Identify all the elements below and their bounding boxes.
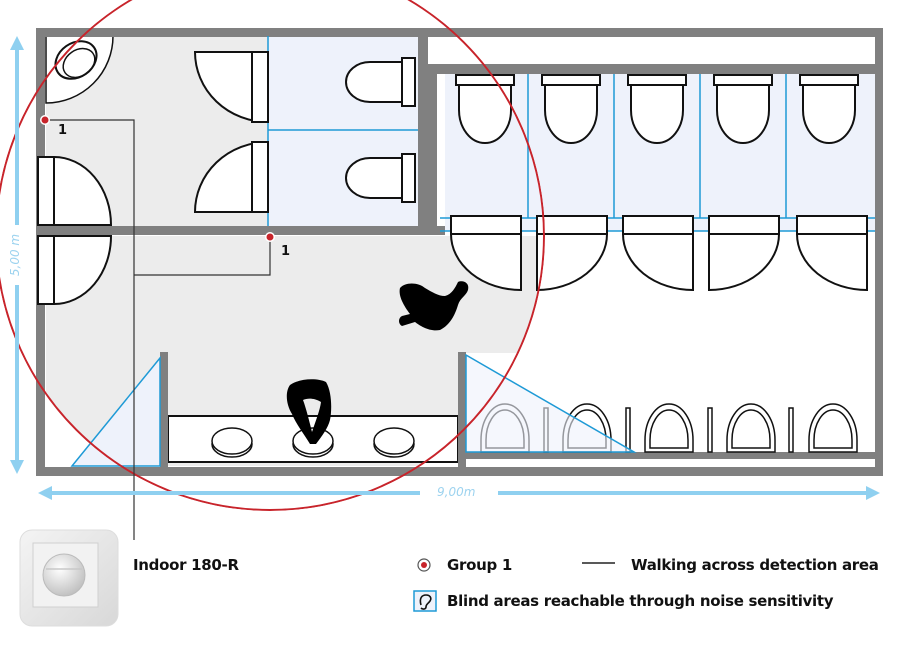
top-strip: [430, 38, 873, 62]
legend-group-icon: [417, 558, 431, 572]
sensor-product-photo: [19, 529, 119, 627]
person-silhouette-icon: [399, 281, 469, 331]
toilet: [799, 74, 859, 144]
urinal-divider: [788, 407, 794, 453]
height-dimension-label: 5,00 m: [8, 233, 23, 277]
sinks: [211, 427, 415, 458]
toilet: [455, 74, 515, 144]
dimension-height: [10, 36, 24, 474]
legend-blind-label: Blind areas reachable through noise sens…: [447, 592, 834, 610]
cubicle-door: [449, 215, 522, 292]
doors-right-cubicles: [449, 215, 868, 292]
width-dimension-label: 9,00m: [437, 485, 476, 499]
toilets-left: [345, 57, 416, 203]
cubicle-door: [536, 215, 609, 292]
product-name: Indoor 180-R: [133, 556, 239, 574]
walking-lines: [48, 119, 271, 540]
legend-group-label: Group 1: [447, 556, 512, 574]
sensor-dot-icon: [40, 115, 50, 125]
doors-left-cubicles: [193, 51, 269, 213]
detection-edge: [0, 0, 545, 511]
urinal-divider: [707, 407, 713, 453]
sensor-label: 1: [281, 244, 291, 259]
urinal: [726, 403, 776, 453]
legend-walking-label: Walking across detection area: [631, 556, 879, 574]
toilet: [713, 74, 773, 144]
blind-area-urinals: [465, 353, 637, 453]
cubicle-door: [708, 215, 781, 292]
urinal-divider: [625, 407, 631, 453]
person-silhouette-icon: [286, 379, 332, 444]
toilet: [627, 74, 687, 144]
ear-icon: [413, 590, 437, 612]
doors-left-wall: [37, 156, 113, 305]
cubicle-door: [795, 215, 868, 292]
dimension-width: [38, 486, 880, 500]
blind-area-left: [70, 355, 161, 467]
sensor-label: 1: [58, 123, 68, 138]
urinal: [644, 403, 694, 453]
toilet: [541, 74, 601, 144]
urinal: [808, 403, 858, 453]
cubicle-door: [621, 215, 694, 292]
toilets-right: [455, 74, 859, 144]
sensor-dot-icon: [265, 232, 275, 242]
